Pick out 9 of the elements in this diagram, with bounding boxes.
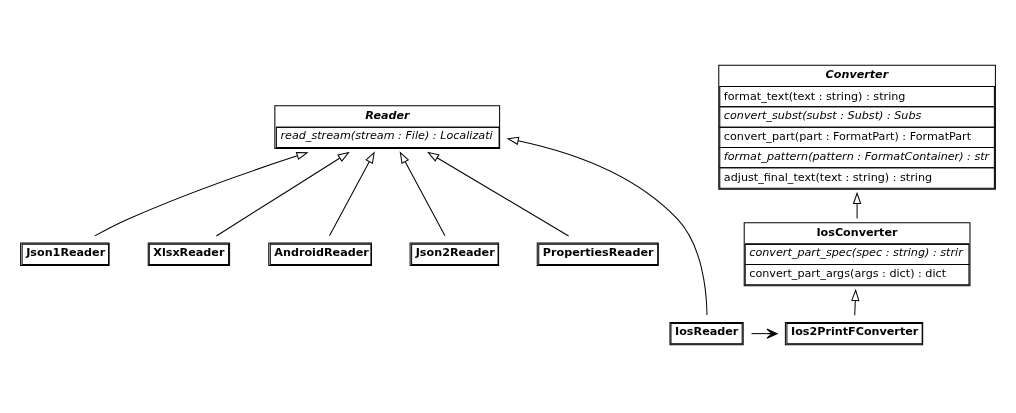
arrow bbox=[215, 151, 350, 237]
arrow bbox=[852, 191, 862, 219]
arrow bbox=[399, 151, 446, 237]
arrow bbox=[94, 151, 309, 237]
arrow bbox=[851, 288, 860, 316]
arrow bbox=[427, 151, 570, 237]
arrow bbox=[751, 328, 778, 339]
arrow bbox=[329, 151, 375, 237]
arrow bbox=[506, 136, 708, 316]
